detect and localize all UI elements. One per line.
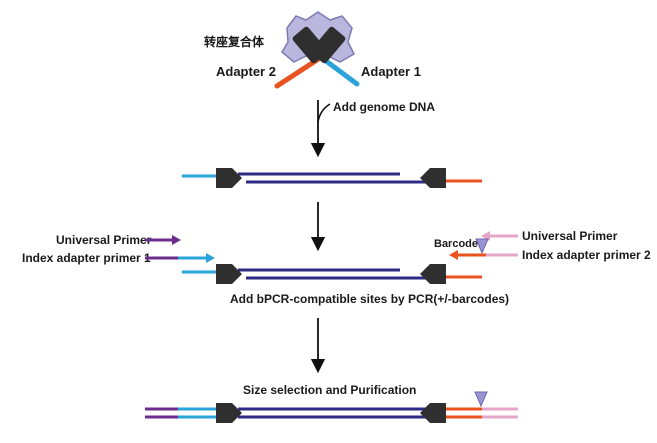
step-arrow-1 (310, 100, 331, 158)
tagmented-fragment (182, 168, 482, 188)
fragment-block-right (420, 168, 446, 188)
adapter-1-arm (319, 55, 360, 87)
universal-primer-left-label: Universal Primer (56, 233, 152, 247)
adapter-2-label: Adapter 2 (216, 64, 276, 79)
universal-primer-right-label: Universal Primer (522, 229, 618, 243)
transposome-label: 转座复合体 (204, 34, 265, 49)
adapter-1-label: Adapter 1 (361, 64, 421, 79)
final-block-right (420, 403, 446, 423)
size-selection-label: Size selection and Purification (243, 383, 416, 397)
add-genome-label: Add genome DNA (333, 100, 435, 114)
transposome-complex (274, 11, 360, 89)
pcr-block-left (216, 264, 242, 284)
index-primer-2-arrowhead (449, 250, 458, 260)
final-barcode-triangle (474, 391, 488, 408)
barcode-triangle (475, 238, 489, 255)
final-block-left (216, 403, 242, 423)
pcr-block-right (420, 264, 446, 284)
universal-primer-left-arrowhead (172, 235, 181, 245)
add-sites-label: Add bPCR-compatible sites by PCR(+/-barc… (230, 292, 509, 306)
index-primer-1-label: Index adapter primer 1 (22, 251, 151, 265)
final-library-fragment (145, 391, 518, 423)
transposase-block-right (310, 26, 346, 64)
index-primer-2-label: Index adapter primer 2 (522, 248, 651, 262)
fragment-block-left (216, 168, 242, 188)
barcode-label: Barcode (434, 238, 478, 250)
pcr-fragment (182, 264, 482, 284)
index-primer-1-arrowhead (206, 253, 215, 263)
